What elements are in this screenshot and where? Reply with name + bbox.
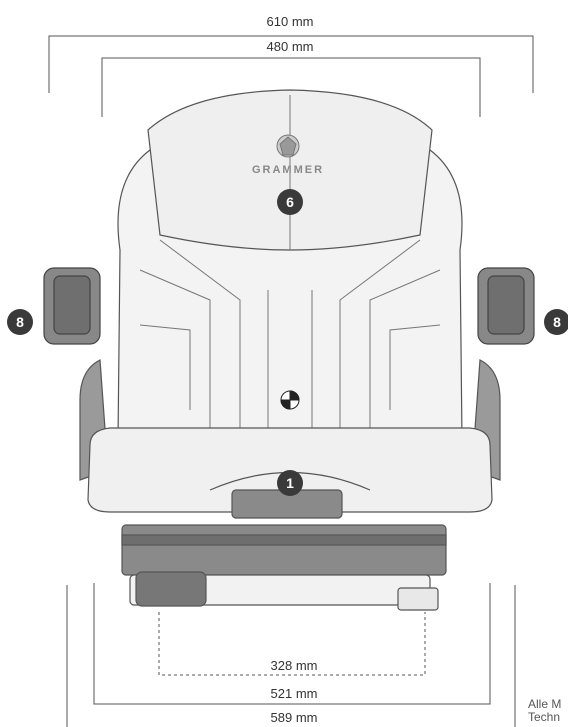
callout-badge-8-right: 8: [544, 309, 568, 335]
dimension-label-521: 521 mm: [270, 686, 318, 701]
grammer-logo-icon: [276, 134, 300, 158]
dimension-label-610: 610 mm: [266, 14, 314, 29]
footnote-line-1: Alle M: [528, 697, 562, 711]
dimension-line-328: [158, 612, 426, 676]
dimension-line-480: [101, 57, 481, 117]
footnote-line-2: Techn: [528, 710, 561, 724]
dimension-label-328: 328 mm: [270, 658, 318, 673]
backrest-seams: [139, 95, 441, 440]
seat-base: [121, 524, 447, 611]
callout-badge-8-left: 8: [7, 309, 33, 335]
dimension-label-589: 589 mm: [270, 710, 318, 725]
dimension-line-589: [66, 585, 516, 727]
brand-label: GRAMMER: [251, 164, 325, 176]
callout-badge-1: 1: [277, 470, 303, 496]
dimension-label-480: 480 mm: [266, 39, 314, 54]
armrests: [43, 267, 535, 345]
center-marker: [280, 390, 300, 410]
dimension-line-521: [93, 583, 491, 705]
callout-badge-6: 6: [277, 189, 303, 215]
dimension-line-610: [48, 35, 534, 93]
